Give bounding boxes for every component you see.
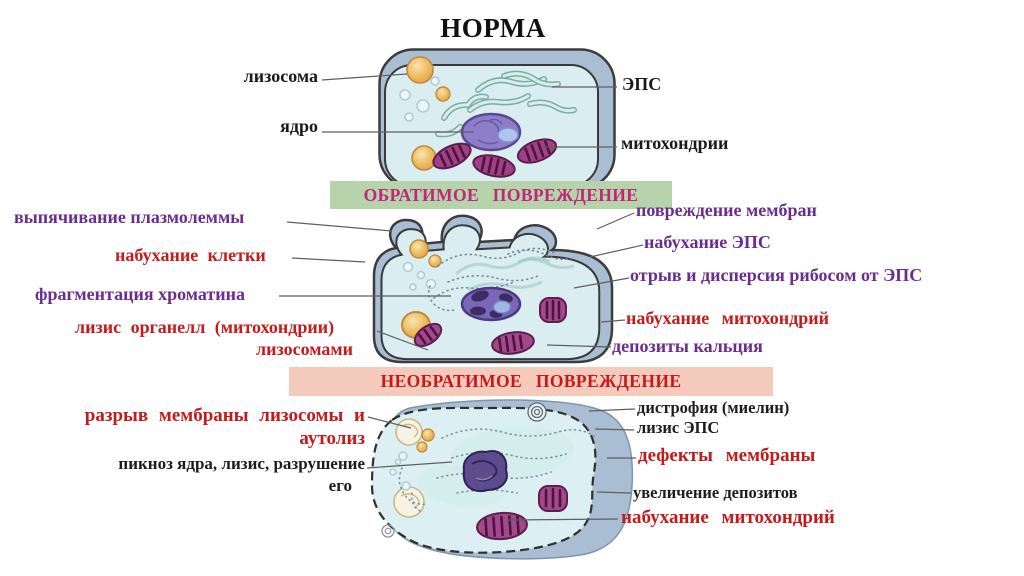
label-nucleus-pyknosis: пикноз ядра, лизис, разрушение: [118, 454, 365, 473]
reversible-damage-cell-illustration: [372, 214, 614, 364]
swollen-mitochondria-graphic: [491, 297, 567, 355]
label-plasmolemma-bulging: выпячивание плазмолеммы: [14, 207, 245, 227]
label-deposit-increase: увеличение депозитов: [633, 483, 798, 502]
er-graphic: [435, 70, 577, 138]
label-chromatin-fragmentation: фрагментация хроматина: [35, 284, 245, 304]
label-cell-swelling: набухание клетки: [115, 245, 266, 265]
swollen-mitochondria-graphic: [476, 485, 568, 541]
reversible-damage-banner: ОБРАТИМОЕ ПОВРЕЖДЕНИЕ: [330, 181, 672, 209]
label-autolysis: аутолиз: [299, 428, 365, 449]
label-lysosome: лизосома: [243, 66, 318, 86]
nucleolus-graphic: [497, 127, 519, 143]
pyknotic-nucleus-graphic: [462, 450, 508, 492]
myelin-whorl-graphic: [527, 402, 547, 422]
label-er-swelling: набухание ЭПС: [644, 232, 771, 252]
label-mitochondria-swelling: набухание митохондрий: [626, 308, 830, 328]
label-organelle-lysis: лизис органелл (митохондрии): [75, 317, 335, 337]
label-membrane-damage: повреждение мембран: [636, 200, 817, 220]
nucleus-graphic: [460, 112, 522, 152]
page-title: НОРМА: [440, 13, 546, 43]
label-organelle-lysis-line2: лизосомами: [256, 339, 354, 359]
label-membrane-defects: дефекты мембраны: [638, 445, 816, 466]
label-nucleus-pyknosis-line2: его: [328, 476, 352, 495]
label-er: ЭПС: [622, 74, 662, 94]
label-ribosome-detachment: отрыв и дисперсия рибосом от ЭПС: [630, 265, 923, 285]
lysosome-graphic: [399, 56, 451, 171]
label-mitochondria: митохондрии: [621, 133, 729, 153]
label-lysosome-rupture: разрыв мембраны лизосомы и: [84, 405, 365, 426]
normal-cell-illustration: [378, 48, 616, 190]
irreversible-damage-banner: НЕОБРАТИМОЕ ПОВРЕЖДЕНИЕ: [289, 367, 773, 396]
mitochondria-graphic: [432, 138, 558, 178]
label-myelin-dystrophy: дистрофия (миелин): [637, 398, 790, 417]
irreversible-damage-cell-illustration: [370, 399, 634, 560]
label-er-lysis: лизис ЭПС: [637, 418, 720, 437]
label-calcium-deposits: депозиты кальция: [612, 336, 763, 356]
label-nucleus: ядро: [280, 116, 318, 136]
fragmented-nucleus-graphic: [460, 286, 522, 322]
nucleolus-graphic: [492, 300, 512, 314]
lysosome-graphic: [402, 239, 442, 291]
lysosome-remnants-graphic: [389, 428, 435, 491]
label-mitochondria-swelling-irreversible: набухание митохондрий: [621, 507, 835, 528]
dispersed-er-graphic: [427, 247, 575, 312]
